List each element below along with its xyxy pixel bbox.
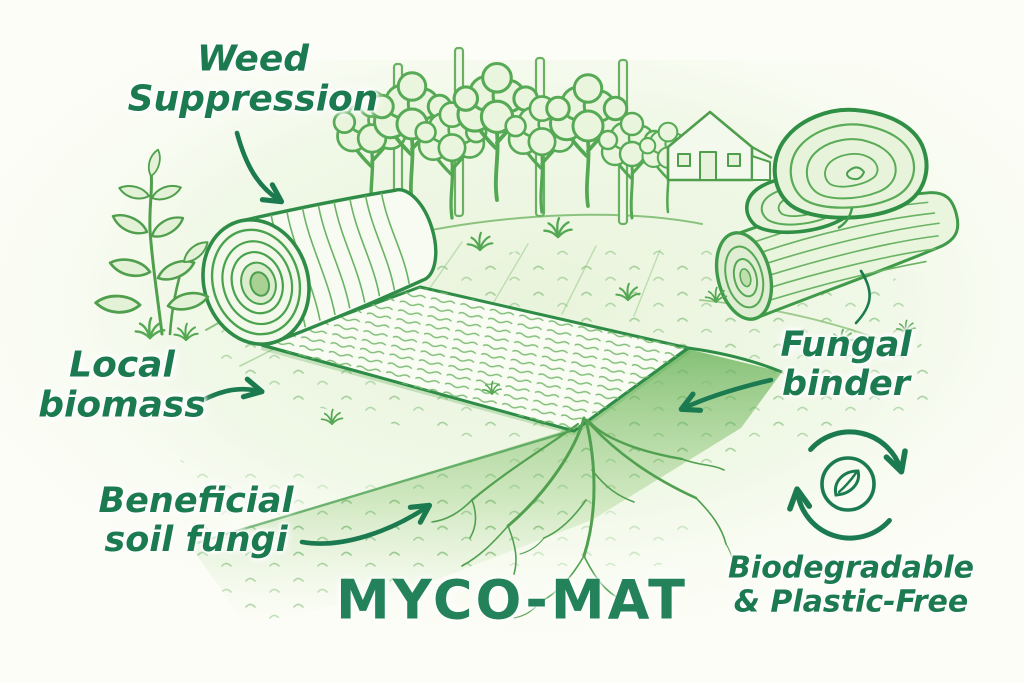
farm-house xyxy=(666,110,773,182)
recycle-leaf-icon xyxy=(787,429,908,541)
label-line: Beneficial xyxy=(98,480,294,521)
label-line: binder xyxy=(781,364,911,404)
label-fungal-binder: Fungal binder xyxy=(780,324,912,404)
fungus-log xyxy=(714,107,960,321)
root-network xyxy=(431,416,734,619)
label-weed-suppression: Weed Suppression xyxy=(127,38,379,121)
fungal-binder-arrow xyxy=(678,377,774,413)
label-line: soil fungi xyxy=(104,520,288,560)
beneficial-soil-fungi-arrow xyxy=(299,502,433,546)
label-line: Local xyxy=(69,344,175,386)
seedling-plant xyxy=(93,147,213,336)
label-line: & Plastic-Free xyxy=(733,584,969,619)
label-biodegradable-plastic-free: Biodegradable & Plastic-Free xyxy=(728,551,974,618)
foreground-stipple xyxy=(180,460,700,566)
fungal-binder-leader-line xyxy=(854,269,871,325)
label-line: Biodegradable xyxy=(728,550,974,586)
product-title: MYCO-MAT xyxy=(335,568,689,632)
label-beneficial-soil-fungi: Beneficial soil fungi xyxy=(98,480,294,560)
leaf-icon xyxy=(833,469,861,497)
weed-suppression-arrow xyxy=(234,130,285,205)
label-line: biomass xyxy=(38,385,206,426)
bracket-fungus xyxy=(745,107,929,235)
label-local-biomass: Local biomass xyxy=(38,344,206,427)
biomat-roll xyxy=(201,188,438,346)
local-biomass-arrow xyxy=(198,376,265,404)
label-line: Suppression xyxy=(127,79,379,120)
label-line: Fungal xyxy=(780,324,912,365)
label-line: Weed xyxy=(196,38,310,80)
